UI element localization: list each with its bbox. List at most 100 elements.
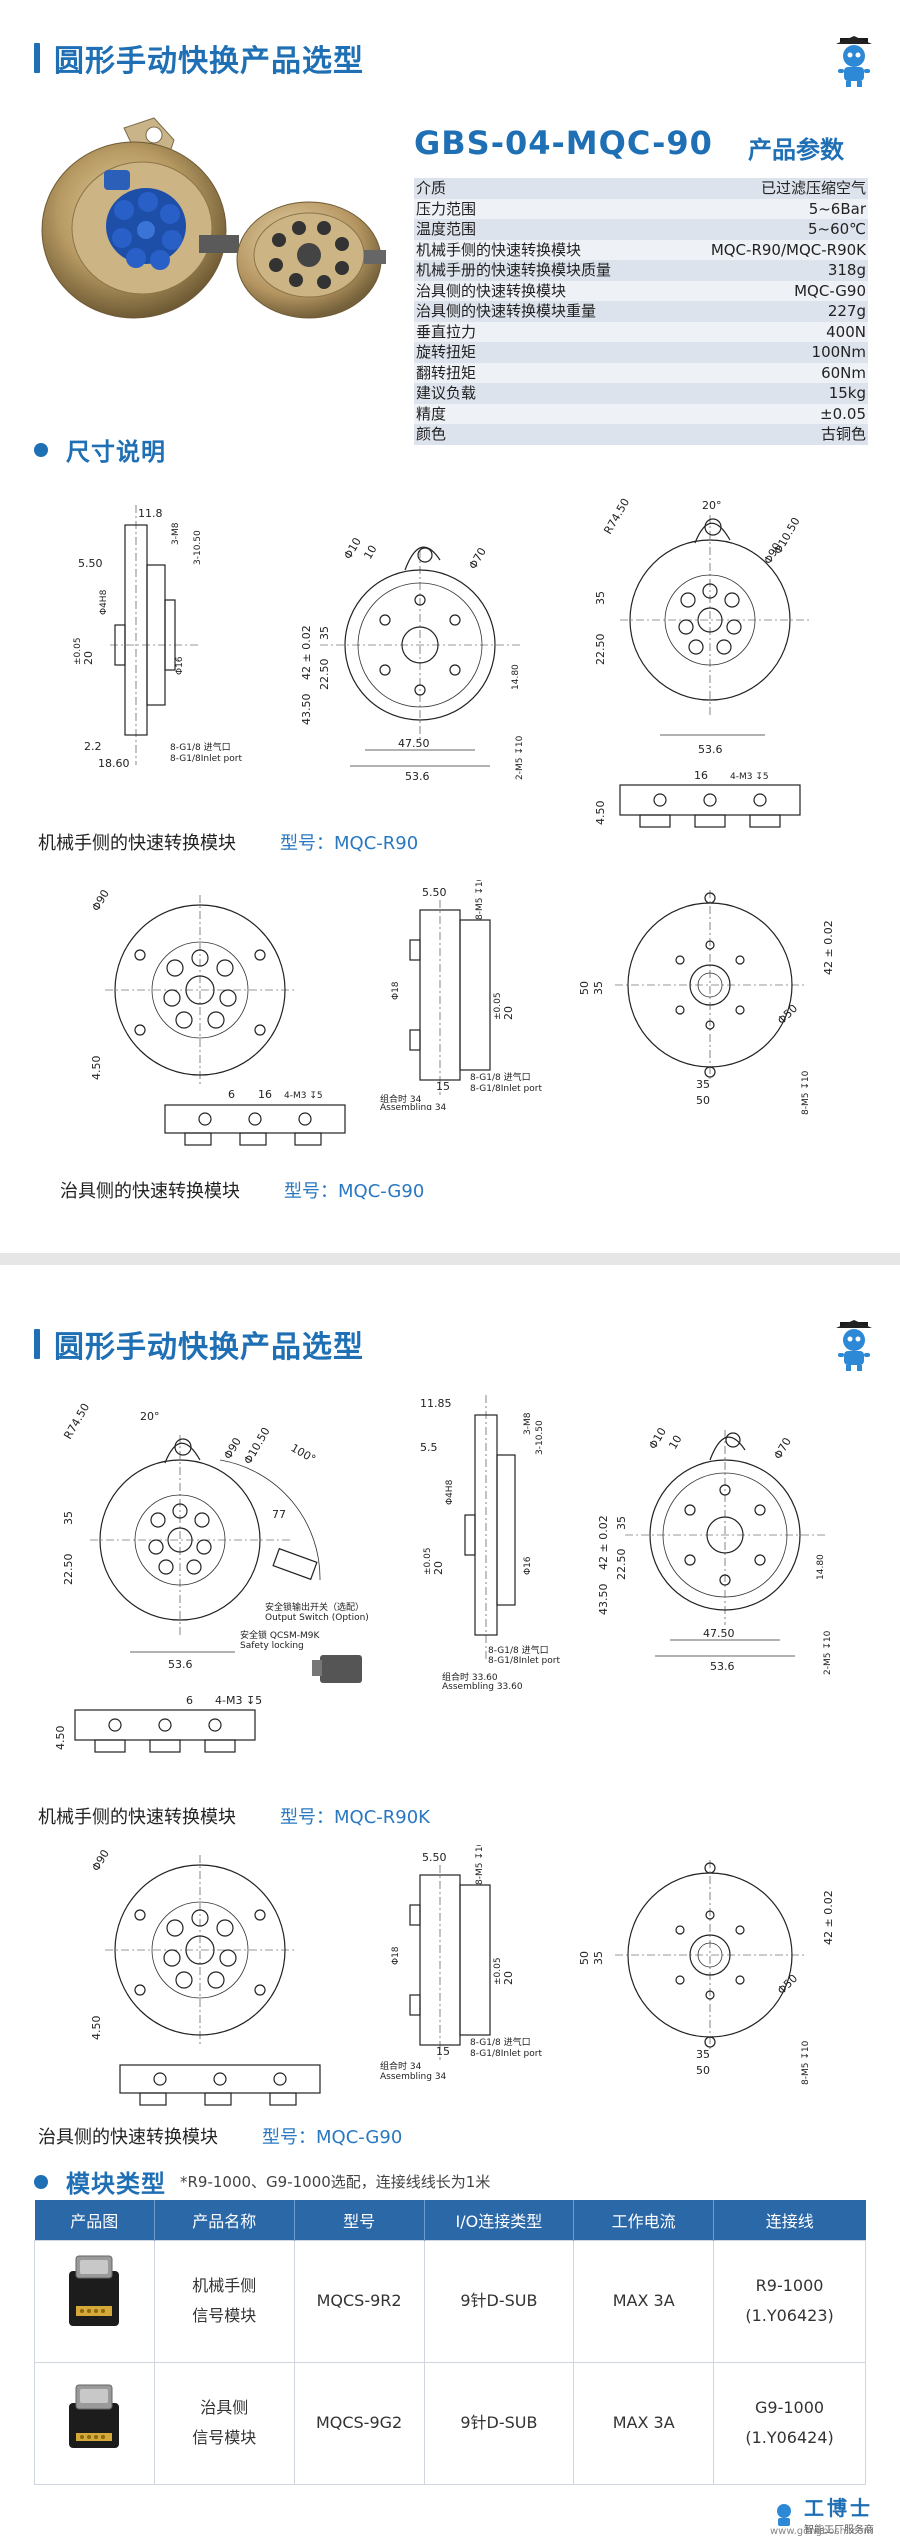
dim-label: ±0.05 (493, 992, 503, 1020)
dim-label: 42 ± 0.02 (822, 1890, 835, 1945)
io-cell: 9针D-SUB (423, 2361, 575, 2485)
model-code: MQC-R90K (334, 1807, 430, 1828)
dim-label: 3-M8 (523, 1412, 533, 1435)
dim-label: 8-G1/8 进气口 (170, 741, 231, 753)
caption-r90: 机械手侧的快速转换模块型号：MQC-R90 (38, 829, 418, 855)
spec-value: MQC-R90/MQC-R90K (710, 240, 866, 259)
dim-label: 16 (258, 1088, 272, 1101)
dim-label: 43.50 (300, 694, 313, 726)
dim-label: 18.60 (98, 757, 130, 770)
dim-label: 安全锁 QCSM-M9K (240, 1629, 320, 1641)
caption-text: 治具侧的快速转换模块 (38, 2127, 218, 2148)
spec-value: 60Nm (821, 363, 866, 382)
spec-label: 压力范围 (416, 199, 477, 218)
name-line: 信号模块 (192, 2306, 257, 2325)
dim-label: 4.50 (54, 1726, 67, 1751)
dim-label: Φ90 (221, 1435, 244, 1461)
table-row: 治具侧信号模块 MQCS-9G2 9针D-SUB MAX 3A G9-1000(… (34, 2361, 866, 2485)
cable-line: (1.Y06423) (745, 2306, 834, 2325)
dim-label: 8-M5 ↧10 (475, 1845, 485, 1885)
dim-label: 15 (436, 1080, 450, 1093)
dim-label: 4.50 (90, 2016, 103, 2041)
dim-label: 20 (82, 651, 95, 665)
dim-label: 14.80 (511, 664, 521, 690)
table-header: 连接线 (713, 2200, 866, 2240)
drawing-g90-side-2: 5.50 8-M5 ↧10 Φ18 ±0.05 20 15 8-G1/8 进气口… (380, 1845, 542, 2082)
dim-label: 组合时 33.60 (442, 1671, 498, 1683)
dim-label: Φ10.50 (241, 1425, 272, 1466)
dim-label: 77 (272, 1508, 286, 1521)
section-header-2: 圆形手动快换产品选型 (34, 1322, 364, 1366)
dim-label: 16 (694, 769, 708, 782)
dim-label: 11.8 (138, 507, 163, 520)
table-row: 机械手侧信号模块 MQCS-9R2 9针D-SUB MAX 3A R9-1000… (34, 2239, 866, 2363)
cable-cell: R9-1000 (1.Y06423) (713, 2239, 866, 2363)
drawing-r90-front: Φ10 10 Φ70 42 ± 0.02 35 22.50 43.50 14.8… (300, 535, 525, 783)
dim-label: Assembling 34 (380, 1103, 447, 1110)
logo-robot-icon (777, 2504, 791, 2526)
dim-label: 53.6 (710, 1660, 735, 1673)
cable-line: R9-1000 (755, 2276, 824, 2295)
spec-row: 精度±0.05 (414, 403, 868, 424)
dim-label: 组合时 34 (380, 2060, 422, 2072)
dim-label: 50 (696, 2064, 710, 2077)
dim-label: 50 (578, 981, 591, 995)
spec-label: 治具侧的快速转换模块重量 (416, 302, 597, 320)
dims-header: 尺寸说明 (34, 432, 166, 467)
spec-row: 建议负载 15kg (414, 383, 868, 404)
type-prefix: 型号： (280, 833, 334, 854)
cable-line: G9-1000 (755, 2398, 825, 2417)
cable-cell: G9-1000(1.Y06424) (713, 2361, 866, 2485)
dim-label: 50 (696, 1094, 710, 1107)
model-code: MQC-G90 (316, 2127, 403, 2148)
dim-label: 22.50 (62, 1554, 75, 1586)
product-photo (41, 117, 386, 319)
drawing-r90k-front: Φ10 10 Φ70 42 ± 0.02 35 22.50 43.50 14.8… (597, 1425, 833, 1675)
type-prefix: 型号： (262, 2127, 316, 2148)
dim-label: 10 (666, 1433, 684, 1452)
spec-label: 建议负载 (416, 384, 477, 402)
logo-name: 工博士 (804, 2496, 873, 2520)
spec-value: 古铜色 (820, 425, 866, 443)
dim-label: 20 (502, 1971, 515, 1985)
dim-label: Φ70 (466, 545, 489, 571)
module-heading: 模块类型 (66, 2170, 166, 2198)
dims-heading: 尺寸说明 (66, 438, 166, 466)
dim-label: 8-G1/8Inlet port (470, 1084, 542, 1094)
model-title: GBS-04-MQC-90 (414, 124, 713, 162)
dim-label: 100° (289, 1441, 318, 1466)
dim-label: 4.50 (594, 801, 607, 826)
dim-label: 安全锁输出开关（选配） (265, 1601, 364, 1613)
spec-label: 精度 (416, 404, 447, 423)
section-header-1: 圆形手动快换产品选型 (34, 36, 364, 80)
caption-text: 机械手侧的快速转换模块 (38, 833, 236, 854)
drawing-g90-top-2: 50 35 42 ± 0.02 Φ50 35 50 8-M5 ↧10 (578, 1860, 835, 2085)
dim-label: 2-M5 ↧10 (823, 1630, 833, 1675)
table-header: 工作电流 (573, 2200, 715, 2240)
module-note: *R9-1000、G9-1000选配，连接线线长为1米 (180, 2173, 491, 2191)
name-line: 治具侧 (200, 2398, 249, 2417)
dim-label: 20° (140, 1410, 160, 1423)
dim-label: Assembling 33.60 (442, 1682, 523, 1692)
dim-label: 35 (696, 2048, 710, 2061)
table-header-row: 产品图 产品名称 型号 I/O连接类型 工作电流 连接线 (34, 2200, 866, 2240)
page-title: 圆形手动快换产品选型 (54, 1330, 364, 1365)
dim-label: Φ90 (89, 1847, 112, 1873)
spec-value: 15kg (828, 384, 866, 402)
dim-label: 42 ± 0.02 (822, 920, 835, 975)
dim-label: 22.50 (318, 659, 331, 691)
spec-label: 治具侧的快速转换模块 (416, 281, 567, 300)
caption-text: 治具侧的快速转换模块 (60, 1181, 240, 1202)
dim-label: Φ90 (89, 887, 112, 913)
bullet-dot (34, 2174, 48, 2189)
dim-label: 8-G1/8 进气口 (488, 1644, 549, 1656)
dim-label: Output Switch (Option) (265, 1613, 369, 1623)
dsub-module-image (69, 2255, 120, 2326)
spec-row: 介质已过滤压缩空气 (414, 178, 868, 199)
dim-label: Φ50 (775, 1002, 800, 1027)
logo-url: www.gongboshi.com (770, 2526, 874, 2537)
model-cell: MQCS-9R2 (293, 2239, 425, 2363)
dim-label: 4-M3 ↧5 (284, 1091, 323, 1101)
